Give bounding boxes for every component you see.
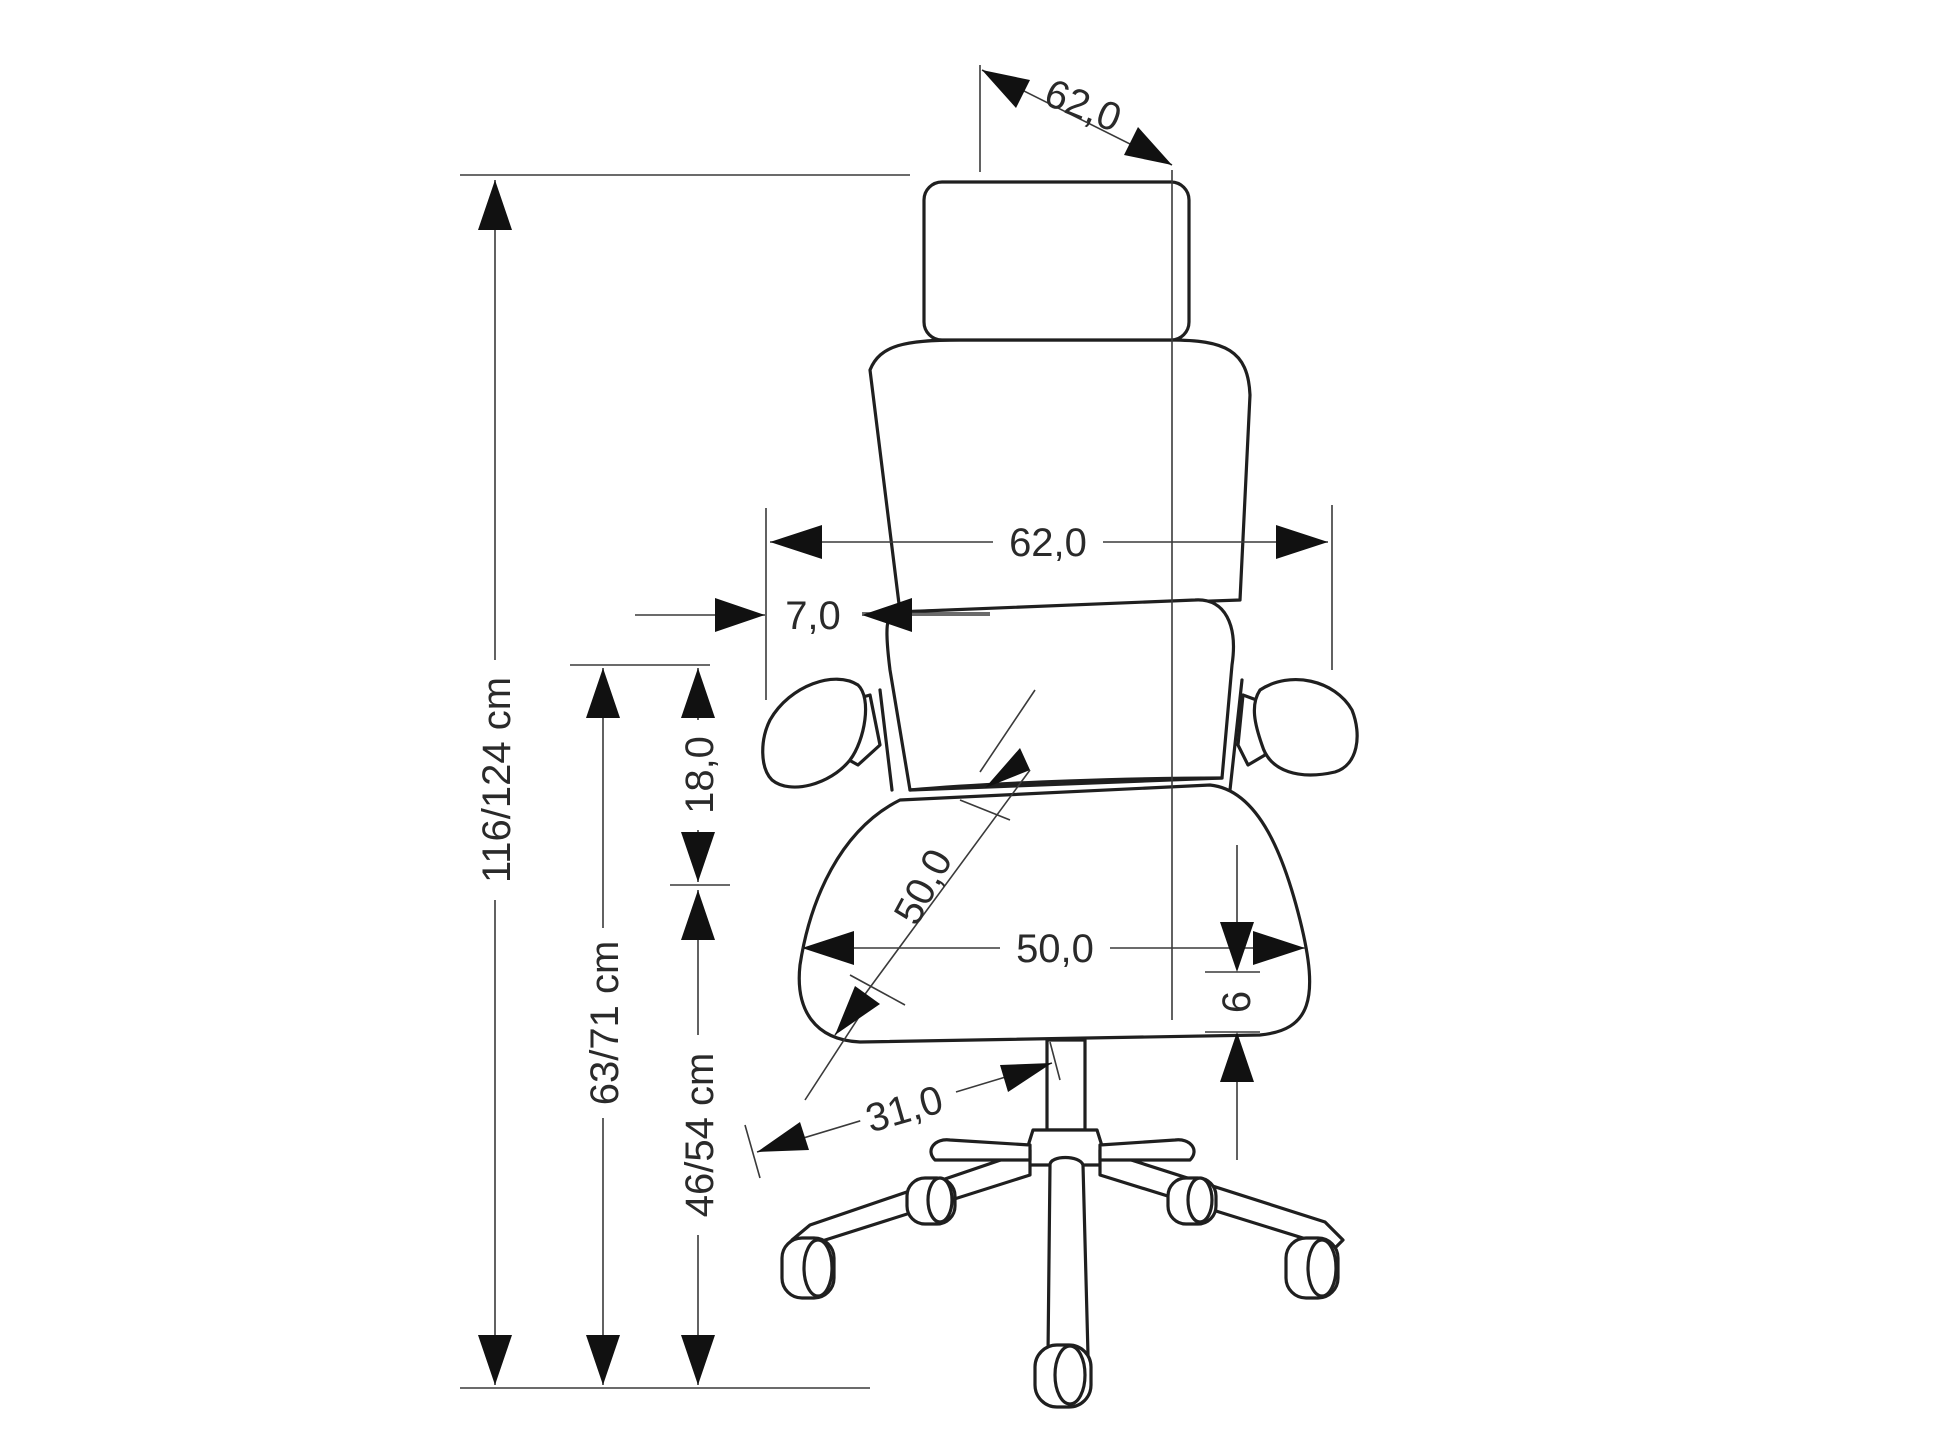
caster-front xyxy=(1033,1343,1093,1409)
label-armrest-height: 63/71 cm xyxy=(583,941,627,1106)
seat-cushion xyxy=(797,783,1312,1044)
extension-lines xyxy=(460,65,1333,1389)
backrest-side-left xyxy=(878,688,894,792)
dim-seat-depth xyxy=(834,748,1031,1036)
label-total-width: 62,0 xyxy=(1009,521,1087,565)
caster-front-left xyxy=(780,1236,836,1300)
label-headrest-depth: 62,0 xyxy=(1039,71,1128,141)
label-seat-thickness: 6 xyxy=(1215,991,1259,1013)
leg-front xyxy=(1046,1155,1090,1357)
caster-back-right xyxy=(1166,1176,1218,1226)
chair-outline xyxy=(761,180,1359,1409)
leg-front-right xyxy=(1098,1148,1345,1250)
backrest-upper xyxy=(868,338,1252,614)
label-seat-width: 50,0 xyxy=(1016,927,1094,971)
headrest xyxy=(922,180,1191,342)
dim-armrest-width xyxy=(635,598,990,632)
dim-headrest-depth xyxy=(981,69,1173,166)
label-backrest-low: 18,0 xyxy=(678,736,722,814)
dim-seat-thickness xyxy=(1220,922,1254,1082)
leg-back-right xyxy=(1098,1138,1196,1162)
label-base-radius: 31,0 xyxy=(861,1078,948,1142)
armrest-right xyxy=(1252,678,1359,777)
lumbar-support xyxy=(885,598,1236,792)
label-seat-height: 46/54 cm xyxy=(678,1053,722,1218)
caster-front-right xyxy=(1284,1236,1340,1300)
label-total-height: 116/124 cm xyxy=(475,677,519,883)
leg-back-left xyxy=(929,1138,1032,1162)
seat-back-edge xyxy=(908,776,1224,792)
armrest-left xyxy=(761,677,868,789)
label-armrest-width: 7,0 xyxy=(785,594,841,638)
backrest-side-right xyxy=(1228,678,1244,792)
caster-back-left xyxy=(905,1176,957,1226)
